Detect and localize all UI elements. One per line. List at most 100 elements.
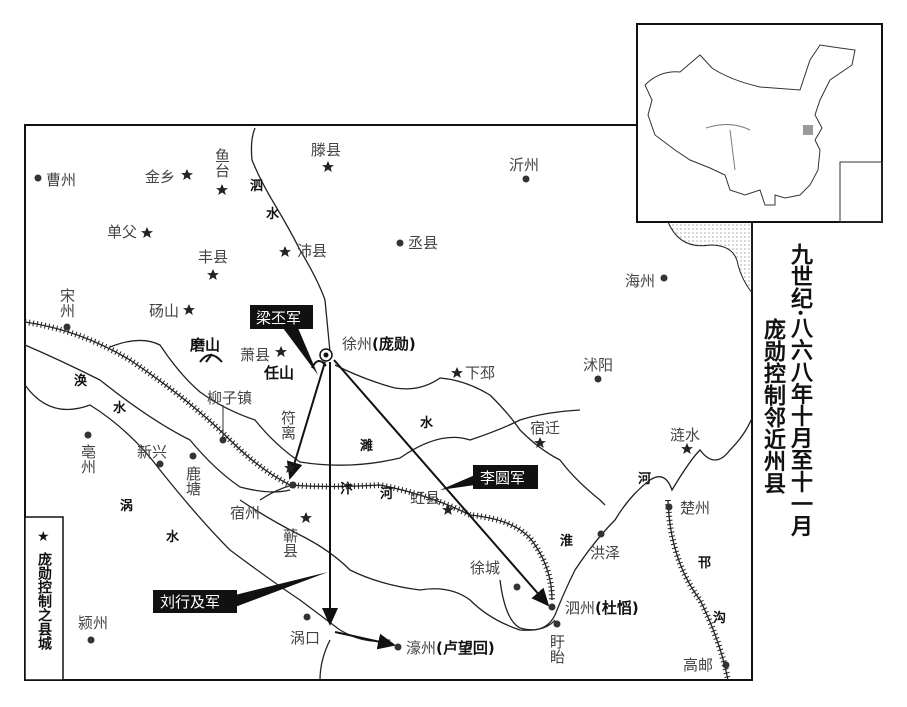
- label-lutang: 鹿塘: [184, 466, 202, 496]
- label-fengxian: 丰县: [198, 248, 228, 266]
- county-star-icon-tengxian: [322, 161, 334, 172]
- county-star-icon-lianshui: [681, 443, 693, 454]
- army-liu-text: 刘行及军: [160, 593, 220, 611]
- river-label-huan-2: 水: [113, 400, 127, 416]
- label-hongxian: 虹县: [410, 489, 440, 507]
- county-star-icon-jinxiang: [181, 169, 193, 180]
- guo-river: [24, 384, 391, 642]
- army-liang-text: 梁丕军: [256, 309, 301, 327]
- huai-river: [499, 417, 753, 631]
- county-star-icon-fengxian: [207, 269, 219, 280]
- label-bozhou: 亳州: [79, 443, 97, 474]
- label-tengxian: 滕县: [311, 141, 341, 159]
- river-label-huai-2: 河: [638, 471, 651, 487]
- label-fuli: 符离: [279, 410, 297, 440]
- label-suqian: 宿迁: [530, 419, 560, 437]
- county-star-icon-hongxian: [442, 504, 454, 515]
- label-xiapi: 下邳: [465, 364, 495, 382]
- label-haozhou: 濠州(卢望回): [406, 639, 495, 657]
- city-dot-icon-hongze: [597, 530, 605, 538]
- army-label-liang: 梁丕军: [250, 305, 318, 375]
- label-yingzhou: 颍州: [78, 614, 108, 632]
- huan-river: [24, 344, 291, 493]
- county-star-icon-yutai: [216, 184, 228, 195]
- sea-area: [667, 221, 753, 295]
- city-dot-icon-caozhou: [34, 174, 42, 182]
- sui-river: [109, 339, 581, 466]
- label-xiaoxian: 萧县: [240, 346, 270, 364]
- label-chengxian: 丞县: [408, 234, 438, 252]
- city-dot-icon-shuyang: [594, 375, 602, 383]
- label-xuzhou: 徐州(庞勋): [342, 335, 416, 353]
- label-lianshui: 涟水: [670, 426, 700, 444]
- city-dot-icon-fuli-town: [289, 481, 297, 489]
- city-dot-icon-songzhou: [63, 323, 71, 331]
- river-label-guo-1: 涡: [120, 498, 133, 514]
- label-peixian: 沛县: [297, 242, 327, 260]
- label-caozhou: 曹州: [46, 171, 76, 189]
- label-gaoyou: 高邮: [683, 656, 713, 674]
- city-dot-icon-haizhou: [660, 274, 668, 282]
- river-label-guo-2: 水: [166, 529, 180, 545]
- river-label-huai-1: 淮: [559, 533, 573, 549]
- renshan-mountain-icon: [311, 360, 327, 369]
- southern-river: [319, 639, 331, 681]
- label-suzhou: 宿州: [230, 504, 260, 522]
- city-dot-icon-guokou: [303, 613, 311, 621]
- army-route-to-sizhou: [333, 359, 550, 607]
- city-dot-icon-gaoyou: [722, 661, 730, 669]
- bian-canal-hatch: [24, 319, 555, 601]
- county-star-icon-xiapi: [451, 367, 463, 378]
- city-dot-icon-yizhou: [522, 175, 530, 183]
- river-label-si-2: 水: [266, 206, 280, 222]
- legend-star-icon: ★: [37, 529, 50, 545]
- label-haizhou: 海州: [625, 272, 655, 290]
- map-title-line2: 庞勋控制邻近州县: [760, 317, 787, 495]
- army-route-to-fuli: [286, 361, 326, 480]
- label-liuzizhen: 柳子镇: [207, 389, 252, 407]
- city-dot-icon-xucheng: [513, 583, 521, 591]
- map-frame: [24, 124, 753, 681]
- river-label-han-2: 沟: [713, 610, 726, 626]
- county-star-icon-qixian: [300, 512, 312, 523]
- river-label-han-1: 邗: [698, 556, 711, 571]
- label-dangshan: 砀山: [149, 302, 179, 320]
- city-dot-icon-lutang: [189, 452, 197, 460]
- label-moshan: 磨山: [189, 336, 220, 354]
- legend: ★ 庞勋控制之县城: [24, 516, 64, 681]
- river-label-huan-1: 涣: [74, 373, 88, 389]
- han-canal: [667, 499, 729, 681]
- river-label-bian-1: 汴: [340, 481, 353, 497]
- label-shanfu: 单父: [107, 223, 137, 241]
- city-dot-icon-bozhou: [84, 431, 92, 439]
- middle-river: [239, 499, 556, 631]
- county-star-icon-shanfu: [141, 227, 153, 238]
- city-dot-icon-xuyi: [553, 620, 561, 628]
- label-jinxiang: 金乡: [145, 168, 175, 186]
- city-dot-icon-haozhou: [394, 643, 402, 651]
- label-shuyang: 沭阳: [583, 356, 613, 374]
- label-guokou: 涡口: [290, 629, 320, 647]
- county-star-icon-dangshan: [183, 304, 195, 315]
- river-label-si-1: 泗: [250, 178, 263, 194]
- army-li-text: 李圆军: [480, 469, 525, 487]
- army-label-liu: 刘行及军: [153, 572, 328, 613]
- label-renshan: 任山: [263, 364, 294, 382]
- inset-china-map: [636, 23, 883, 223]
- label-yutai: 鱼台: [213, 147, 231, 178]
- county-star-icon-xiaoxian: [275, 346, 287, 357]
- label-chuzhou: 楚州: [680, 499, 710, 517]
- label-yizhou: 沂州: [509, 156, 539, 174]
- moshan-mountain-icon: [199, 353, 223, 363]
- han-canal-hatch: [665, 499, 731, 681]
- city-dot-icon-xinxing: [156, 460, 164, 468]
- city-dot-icon-sizhou: [548, 603, 556, 611]
- label-hongze: 洪泽: [590, 544, 620, 562]
- label-sizhou: 泗州(杜慆): [565, 599, 639, 617]
- si-river: [250, 127, 331, 353]
- label-xuyi: 盱眙: [548, 634, 566, 664]
- county-star-icon-peixian: [279, 246, 291, 257]
- legend-label: 庞勋控制之县城: [36, 551, 53, 651]
- north-branch: [334, 364, 606, 506]
